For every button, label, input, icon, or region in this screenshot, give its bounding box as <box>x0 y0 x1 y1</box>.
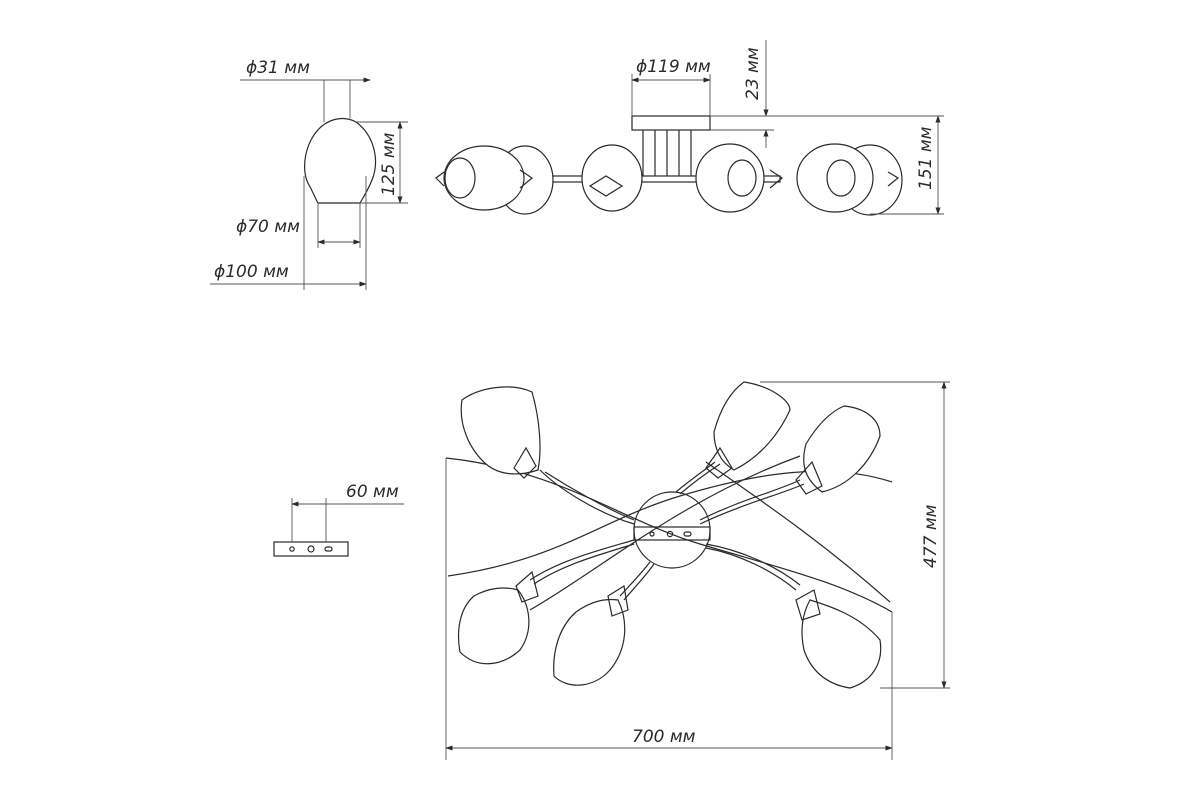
shade-side-view <box>210 77 408 290</box>
shade-neck-diameter-label: ϕ31 мм <box>246 58 310 78</box>
top-plan-view <box>445 381 950 760</box>
canopy-depth-label: 60 мм <box>346 482 399 502</box>
total-width-label: 700 мм <box>632 727 696 747</box>
shade-max-diameter-label: ϕ100 мм <box>214 262 289 282</box>
canopy-side-view <box>273 498 404 557</box>
canopy-diameter-label: ϕ119 мм <box>636 57 711 77</box>
canopy-height-label: 23 мм <box>743 47 763 100</box>
shade-opening-diameter-label: ϕ70 мм <box>236 217 300 237</box>
total-depth-label: 477 мм <box>921 504 941 568</box>
total-height-label: 151 мм <box>916 126 936 190</box>
shade-height-label: 125 мм <box>379 132 399 196</box>
front-elevation-view <box>435 40 944 216</box>
